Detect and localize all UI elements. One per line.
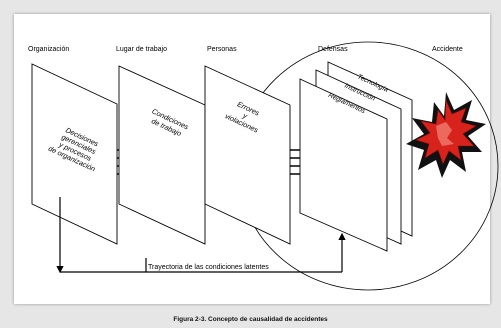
panel-defensa-reglamentos	[299, 78, 388, 252]
label-accidente: Accidente	[432, 46, 463, 53]
panel-lugar-de-trabajo	[118, 65, 206, 245]
label-lugar-de-trabajo: Lugar de trabajo	[116, 46, 167, 53]
label-organizacion: Organización	[28, 46, 69, 53]
figure-caption: Figura 2-3. Concepto de causalidad de ac…	[173, 316, 328, 323]
panel-organizacion	[31, 63, 118, 245]
latent-conditions-label: Trayectoria de las condiciones latentes	[148, 264, 269, 271]
label-defensas: Defensas	[318, 46, 348, 53]
panel-personas	[204, 65, 291, 245]
panel-personas-line-2: y	[241, 110, 249, 120]
label-personas: Personas	[207, 46, 237, 53]
accident-burst-highlight	[436, 122, 454, 146]
